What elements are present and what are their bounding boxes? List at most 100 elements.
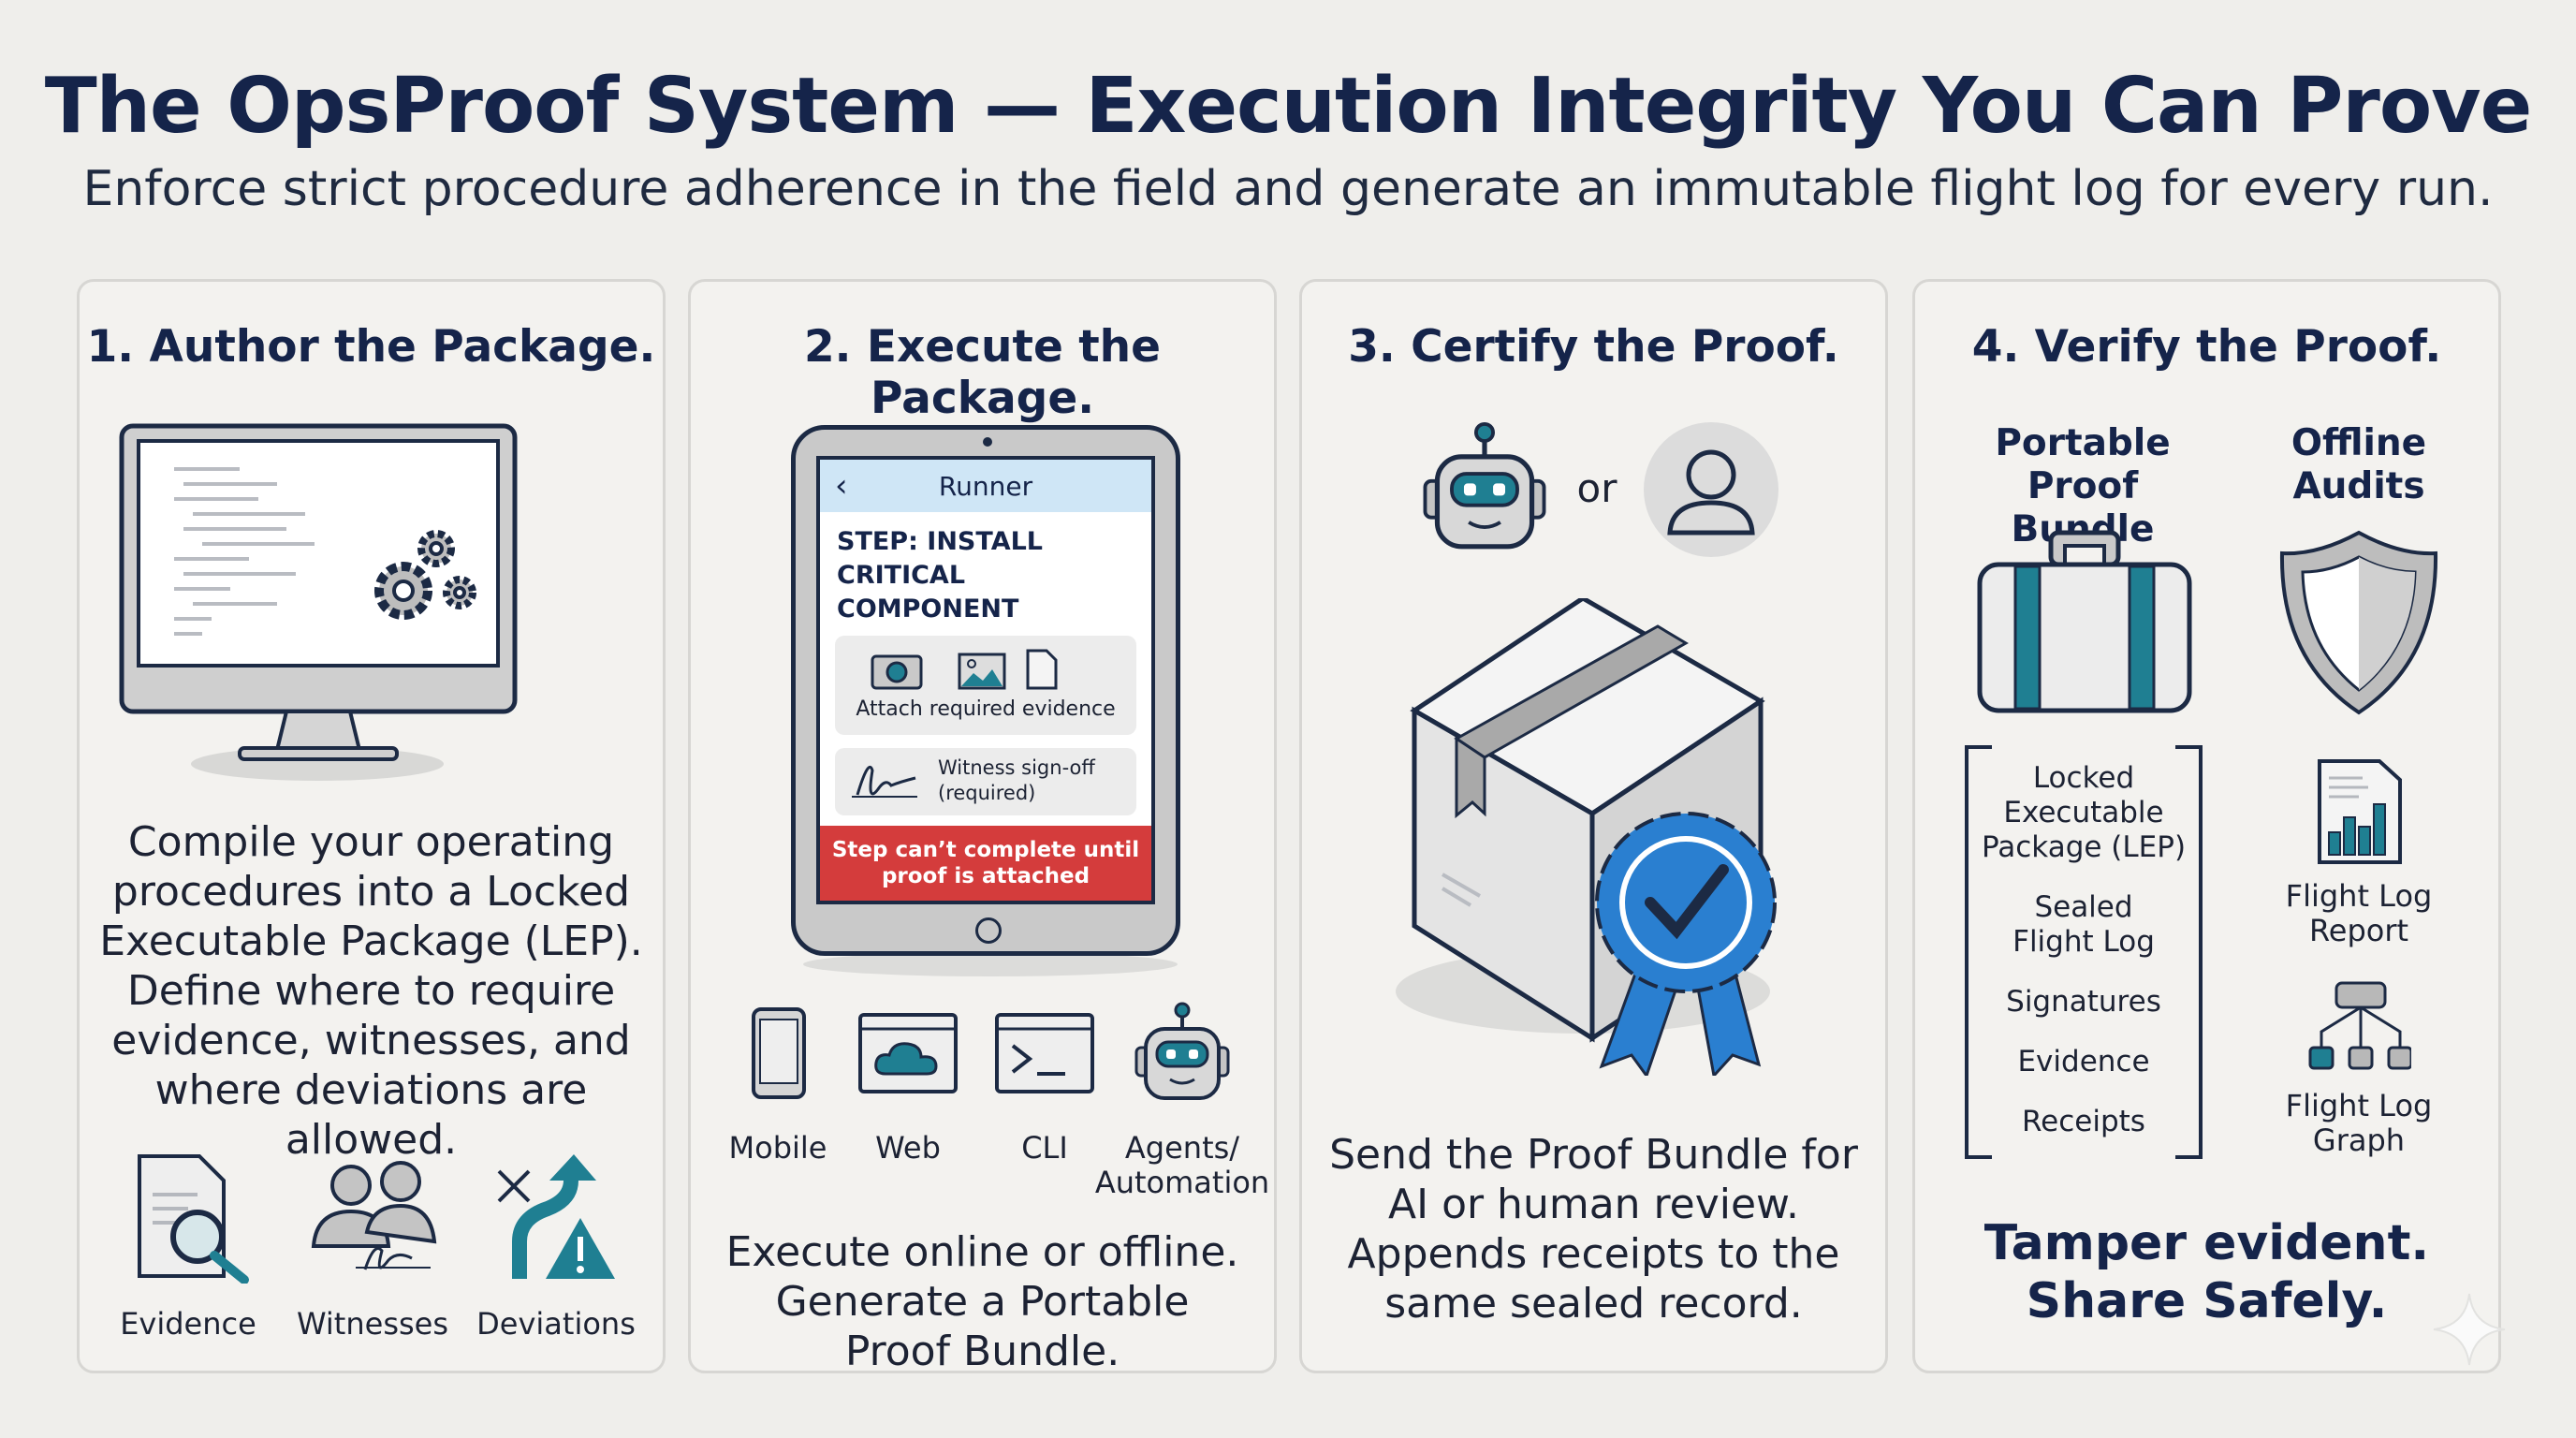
- report-chart-icon: [2318, 759, 2402, 864]
- bundle-heading: Portable Proof Bundle: [1952, 422, 2214, 551]
- line: Offline: [2291, 422, 2427, 464]
- audits-heading: Offline Audits: [2228, 422, 2490, 508]
- runner-title: Runner: [938, 470, 1033, 502]
- panel-description: Compile your operating procedures into a…: [89, 817, 653, 1165]
- robot-icon: [1134, 1002, 1230, 1100]
- bundle-contents-bracket: [1965, 745, 2203, 1159]
- page-subtitle: Enforce strict procedure adherence in th…: [82, 161, 2494, 217]
- or-label: or: [1576, 465, 1617, 511]
- ai-robot-icon: [1423, 421, 1546, 550]
- phone-icon: [752, 1007, 806, 1099]
- line: Step can’t complete until: [831, 838, 1140, 862]
- icon-label-evidence: Evidence: [120, 1306, 256, 1342]
- bundle-item-evidence: Evidence: [2017, 1045, 2150, 1078]
- platform-label-mobile: Mobile: [728, 1130, 827, 1166]
- panel-heading: 2. Execute the Package.: [803, 321, 1162, 424]
- line: procedures into a Locked: [111, 868, 631, 916]
- line: Appends receipts to the: [1347, 1230, 1840, 1278]
- browser-cloud-icon: [858, 1013, 958, 1093]
- line: Send the Proof Bundle for: [1329, 1131, 1858, 1179]
- evidence-label: Attach required evidence: [856, 697, 1116, 721]
- witness-label: Witness sign-off (required): [938, 756, 1095, 806]
- audit-item-report: Flight Log Report: [2265, 879, 2452, 948]
- runner-header: ‹ Runner: [820, 460, 1151, 512]
- platform-label-agents: Agents/ Automation: [1089, 1131, 1276, 1200]
- line: (required): [938, 782, 1036, 804]
- sealed-box-certified-icon: [1396, 598, 1777, 1076]
- bundle-item-receipts: Receipts: [2022, 1105, 2145, 1138]
- step-line: CRITICAL COMPONENT: [837, 561, 1019, 624]
- line: Audits: [2292, 465, 2425, 507]
- panel-heading: 4. Verify the Proof.: [1971, 321, 2442, 373]
- line: Proof Bundle.: [844, 1328, 1120, 1375]
- deviation-arrow-warning-icon: [497, 1154, 615, 1279]
- panel-heading: 3. Certify the Proof.: [1348, 321, 1839, 373]
- terminal-icon: [995, 1013, 1094, 1093]
- tagline: Tamper evident. Share Safely.: [1915, 1214, 2498, 1330]
- platform-label-web: Web: [875, 1130, 941, 1166]
- line: Automation: [1094, 1165, 1270, 1200]
- tablet-shadow: [803, 952, 1178, 976]
- line: Proof Bundle: [2011, 465, 2155, 550]
- line: Flight Log: [2012, 925, 2155, 959]
- bundle-contents-list: Locked Executable Package (LEP) Sealed F…: [1971, 761, 2196, 1165]
- document-magnifier-icon: [138, 1154, 249, 1284]
- home-button: [975, 917, 1002, 944]
- panel-verify: 4. Verify the Proof. Portable Proof Bund…: [1912, 279, 2501, 1373]
- icon-label-deviations: Deviations: [476, 1306, 636, 1342]
- panel-certify: 3. Certify the Proof. or Send the Proof …: [1299, 279, 1888, 1373]
- line: Generate a Portable: [775, 1278, 1190, 1326]
- line: Witness sign-off: [938, 756, 1095, 779]
- line: Portable: [1995, 422, 2171, 464]
- line: evidence, witnesses, and: [111, 1017, 631, 1064]
- line: Flight Log: [2285, 878, 2433, 914]
- line: Share Safely.: [2026, 1273, 2388, 1329]
- panel-heading: 1. Author the Package.: [86, 321, 656, 373]
- tablet-device: ‹ Runner STEP: INSTALL CRITICAL COMPONEN…: [791, 425, 1180, 956]
- line: Executable: [2003, 796, 2164, 829]
- line: Flight Log: [2285, 1088, 2433, 1123]
- line: Compile your operating: [127, 818, 615, 866]
- graph-tree-icon: [2308, 981, 2411, 1070]
- people-signature-icon: [311, 1161, 437, 1270]
- platform-label-cli: CLI: [1021, 1130, 1068, 1166]
- line: Agents/: [1124, 1130, 1240, 1166]
- line: Tamper evident.: [1983, 1215, 2430, 1271]
- signature-icon: [852, 765, 917, 798]
- line: proof is attached: [881, 864, 1090, 888]
- icon-label-witnesses: Witnesses: [296, 1306, 449, 1342]
- line: Locked: [2032, 761, 2135, 795]
- camera-dot: [983, 437, 992, 447]
- page-title: The OpsProof System — Execution Integrit…: [44, 62, 2533, 151]
- line: Executable Package (LEP).: [99, 917, 643, 965]
- audit-item-graph: Flight Log Graph: [2265, 1089, 2452, 1158]
- human-reviewer-icon: [1644, 422, 1778, 557]
- line: Define where to require: [126, 967, 616, 1015]
- bundle-item-lep: Locked Executable Package (LEP): [1971, 761, 2196, 865]
- line: Package (LEP): [1981, 830, 2187, 864]
- step-line: STEP: INSTALL: [837, 527, 1044, 556]
- attach-evidence-card[interactable]: Attach required evidence: [835, 636, 1136, 735]
- back-chevron-icon[interactable]: ‹: [835, 467, 848, 505]
- panel-author: 1. Author the Package. Compile your oper…: [77, 279, 666, 1373]
- panel-execute: 2. Execute the Package. ‹ Runner STEP: I…: [688, 279, 1277, 1376]
- shield-icon: [2279, 530, 2438, 715]
- camera-image-document-icons: [871, 649, 1058, 690]
- briefcase-icon: [1977, 530, 2192, 713]
- runner-screen: ‹ Runner STEP: INSTALL CRITICAL COMPONEN…: [816, 456, 1155, 904]
- witness-signoff-card[interactable]: Witness sign-off (required): [835, 748, 1136, 815]
- panel-description: Execute online or offline. Generate a Po…: [700, 1227, 1265, 1376]
- line: Graph: [2312, 1123, 2406, 1158]
- line: AI or human review.: [1388, 1181, 1799, 1228]
- monitor-gears-icon: [119, 423, 518, 781]
- line: Report: [2308, 913, 2409, 948]
- step-title: STEP: INSTALL CRITICAL COMPONENT: [820, 512, 1151, 636]
- sparkle-icon: [2433, 1293, 2506, 1366]
- line: Execute online or offline.: [725, 1228, 1239, 1276]
- bundle-item-signatures: Signatures: [2006, 985, 2161, 1019]
- line: Sealed: [2034, 890, 2133, 924]
- line: same sealed record.: [1384, 1280, 1803, 1328]
- panel-description: Send the Proof Bundle for AI or human re…: [1311, 1130, 1876, 1328]
- line: where deviations are allowed.: [154, 1066, 588, 1164]
